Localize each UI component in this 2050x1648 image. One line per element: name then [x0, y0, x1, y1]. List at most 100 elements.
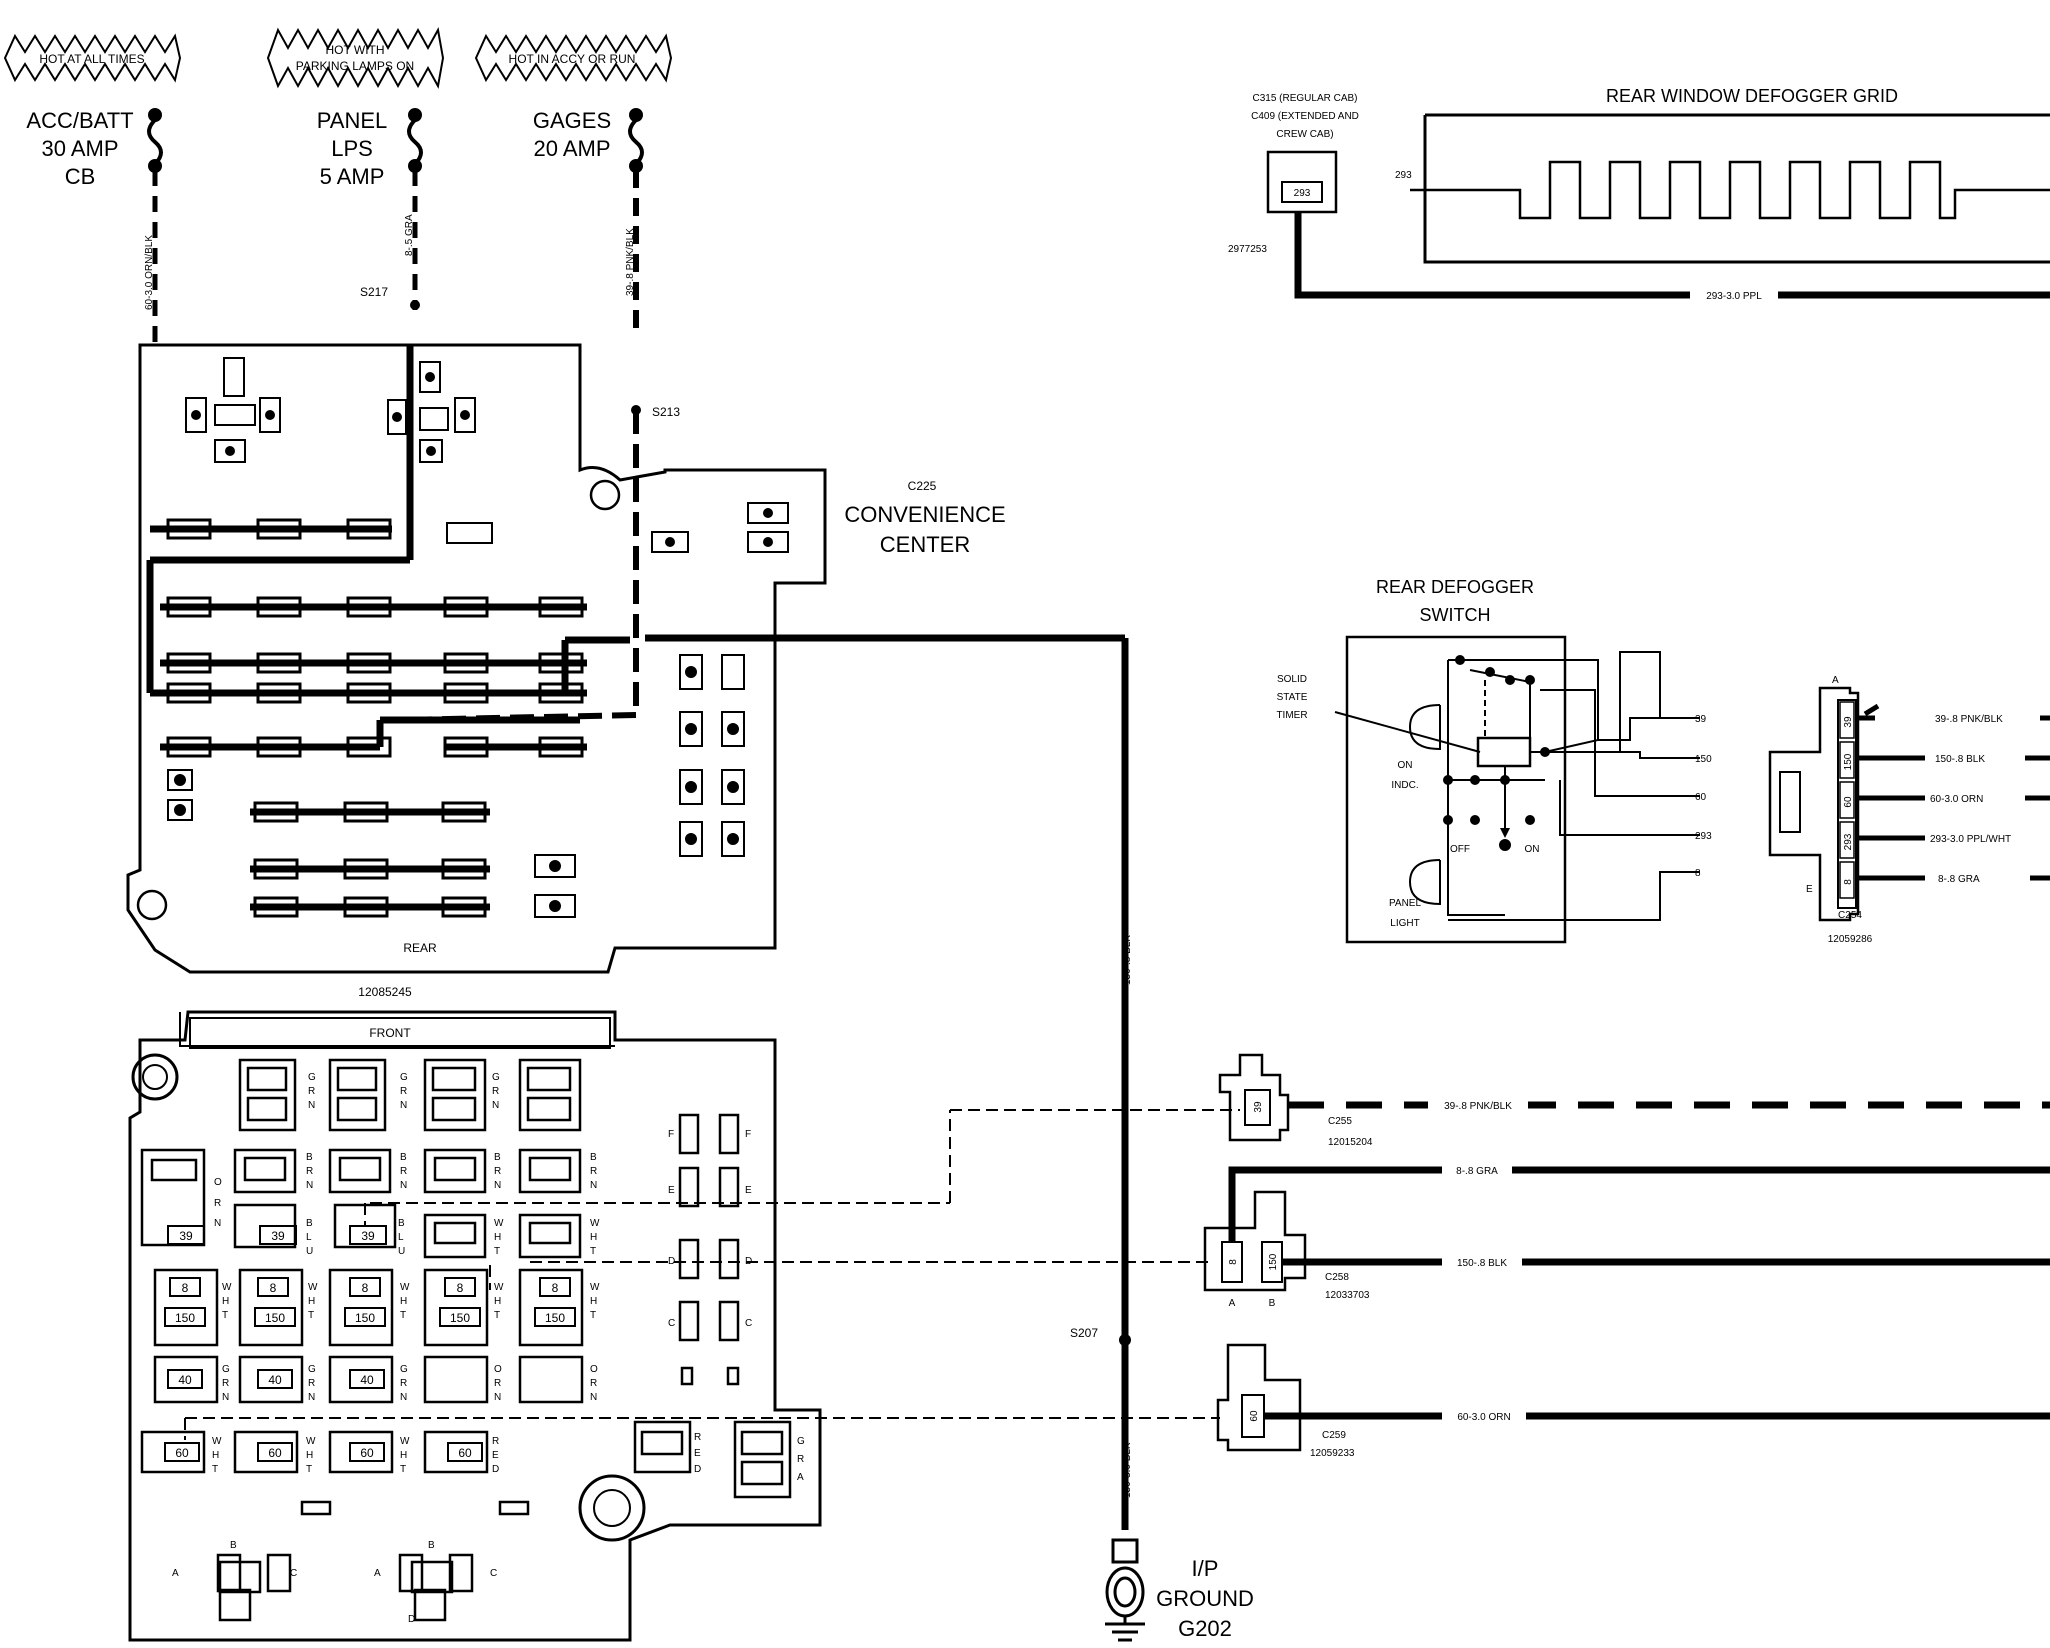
- c254-wire-293: 293-3.0 PPL/WHT: [1930, 834, 2011, 845]
- terminal-150: 150: [355, 1311, 375, 1325]
- color-label: D: [694, 1464, 701, 1475]
- splice-s213: S213: [652, 405, 680, 419]
- color-label: R: [400, 1378, 407, 1389]
- color-label: T: [308, 1310, 314, 1321]
- color-label: B: [398, 1218, 405, 1229]
- source-acc-batt: ACC/BATT 30 AMP CB: [26, 108, 133, 189]
- wire-label-gra: 8-.5 GRA: [404, 214, 415, 256]
- cavity-150: 150: [1843, 753, 1854, 770]
- c255-name: C255: [1328, 1116, 1352, 1127]
- color-label: R: [694, 1432, 701, 1443]
- banner-hot-with-parking-lamps: HOT WITH PARKING LAMPS ON: [266, 27, 445, 89]
- terminal-8: 8: [552, 1281, 559, 1295]
- switch-pins: 39 150 60 293 8: [1660, 714, 1712, 879]
- c258-wire-gra: 8-.8 GRA: [1456, 1166, 1498, 1177]
- letter-label: C: [668, 1318, 675, 1329]
- color-label: G: [797, 1436, 805, 1447]
- convenience-center-title-2: CENTER: [880, 532, 970, 557]
- terminal-39: 39: [271, 1229, 285, 1243]
- splice-s207: S207: [1070, 1326, 1098, 1340]
- cavity-293: 293: [1843, 833, 1854, 850]
- color-label: N: [590, 1392, 597, 1403]
- splice-s207-dot: [1119, 1334, 1131, 1346]
- letter-label: B: [230, 1540, 237, 1551]
- c254-part: 12059286: [1828, 934, 1873, 945]
- on-ind-label-2: INDC.: [1391, 780, 1418, 791]
- color-label: W: [400, 1282, 410, 1293]
- cavity-39: 39: [1843, 716, 1854, 728]
- letter-label: C: [290, 1568, 297, 1579]
- source-line1: GAGES: [533, 108, 611, 133]
- color-label: O: [590, 1364, 598, 1375]
- color-label: W: [222, 1282, 232, 1293]
- convenience-center-title-1: CONVENIENCE: [844, 502, 1005, 527]
- color-label: R: [306, 1166, 313, 1177]
- color-label: N: [494, 1180, 501, 1191]
- color-label: N: [590, 1180, 597, 1191]
- color-label: G: [308, 1072, 316, 1083]
- source-panel-lps: PANEL LPS 5 AMP: [317, 108, 388, 189]
- color-label: N: [222, 1392, 229, 1403]
- color-label: R: [400, 1086, 407, 1097]
- color-label: R: [308, 1086, 315, 1097]
- terminal-39: 39: [179, 1229, 193, 1243]
- source-gages: GAGES 20 AMP: [533, 108, 611, 161]
- color-label: H: [222, 1296, 229, 1307]
- color-label: W: [494, 1218, 504, 1229]
- connector-c254: A E C254 12059286 39 150 60 293 8 39-.8 …: [1768, 675, 2050, 945]
- feed-wires: [152, 170, 639, 350]
- pin-39: 39: [1695, 714, 1707, 725]
- fuse-block-color-labels: G R N G R N G R N B R N B R N B R N B R …: [212, 1072, 805, 1483]
- color-label: N: [494, 1392, 501, 1403]
- color-label: T: [494, 1246, 500, 1257]
- color-label: T: [400, 1464, 406, 1475]
- color-label: O: [494, 1364, 502, 1375]
- color-label: H: [306, 1450, 313, 1461]
- banner-text: HOT IN ACCY OR RUN: [509, 52, 636, 66]
- banner-hot-at-all-times: HOT AT ALL TIMES: [3, 33, 182, 83]
- connector-c258: 8 150 A B C258 12033703 8-.8 GRA 150-.8 …: [1203, 1162, 2050, 1309]
- switch-title-1: REAR DEFOGGER: [1376, 577, 1534, 597]
- color-label: R: [494, 1166, 501, 1177]
- letter-label: A: [172, 1568, 179, 1579]
- c258-part: 12033703: [1325, 1290, 1370, 1301]
- color-label: N: [400, 1100, 407, 1111]
- letter-label: F: [668, 1129, 674, 1140]
- c258-pin-b: B: [1269, 1298, 1276, 1309]
- color-label: G: [400, 1072, 408, 1083]
- connector-c409: C409 (EXTENDED AND: [1251, 111, 1359, 122]
- color-label: W: [212, 1436, 222, 1447]
- letter-label: E: [745, 1185, 752, 1196]
- defogger-switch: REAR DEFOGGER SWITCH SOLID STATE TIMER: [1276, 577, 1712, 944]
- color-label: T: [212, 1464, 218, 1475]
- grid-wire-label: 293-3.0 PPL: [1706, 291, 1762, 302]
- terminal-8: 8: [362, 1281, 369, 1295]
- color-label: N: [306, 1180, 313, 1191]
- color-label: R: [400, 1166, 407, 1177]
- c254-wire-39: 39-.8 PNK/BLK: [1935, 714, 2003, 725]
- color-label: H: [400, 1450, 407, 1461]
- c259-wire: 60-3.0 ORN: [1457, 1412, 1510, 1423]
- timer-label-2: STATE: [1277, 692, 1308, 703]
- color-label: L: [306, 1232, 312, 1243]
- ground-label-3: G202: [1178, 1616, 1232, 1641]
- color-label: G: [222, 1364, 230, 1375]
- color-label: N: [400, 1392, 407, 1403]
- color-label: B: [400, 1152, 407, 1163]
- pin-8: 8: [1695, 868, 1701, 879]
- source-line1: ACC/BATT: [26, 108, 133, 133]
- color-label: N: [400, 1180, 407, 1191]
- color-label: G: [400, 1364, 408, 1375]
- color-label: H: [494, 1296, 501, 1307]
- color-label: R: [222, 1378, 229, 1389]
- cavity-60: 60: [1843, 796, 1854, 808]
- color-label: N: [308, 1392, 315, 1403]
- terminal-39: 39: [361, 1229, 375, 1243]
- letter-label: A: [374, 1568, 381, 1579]
- terminal-150: 150: [450, 1311, 470, 1325]
- splice-s217: S217: [360, 285, 388, 299]
- pin-293: 293: [1695, 831, 1712, 842]
- letter-label: E: [668, 1185, 675, 1196]
- c255-part: 12015204: [1328, 1137, 1373, 1148]
- terminal-40: 40: [360, 1373, 374, 1387]
